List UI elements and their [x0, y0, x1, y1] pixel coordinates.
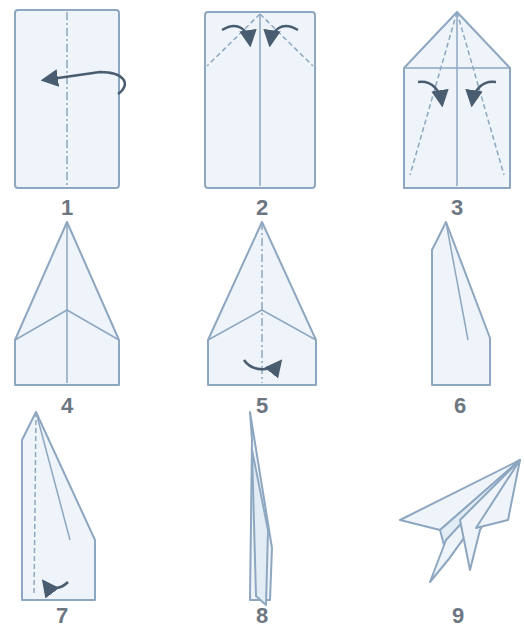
step-1-sheet: [15, 10, 125, 188]
step-number: 5: [256, 394, 268, 418]
step-7-folded: [22, 412, 95, 600]
step-number: 4: [61, 394, 73, 418]
step-6-folded: [432, 222, 490, 385]
step-number: 2: [256, 196, 268, 220]
step-number: 9: [452, 604, 464, 628]
step-5-sheet: [208, 222, 316, 385]
step-8-folded: [250, 412, 272, 605]
step-number: 1: [61, 196, 73, 220]
paper-airplane: [400, 460, 520, 582]
step-number: 7: [56, 604, 68, 628]
step-number: 6: [454, 394, 466, 418]
step-number: 8: [256, 604, 268, 628]
step-4-sheet: [15, 222, 119, 385]
step-2-sheet: [205, 12, 315, 188]
step-number: 3: [451, 196, 463, 220]
step-3-sheet: [404, 12, 510, 188]
